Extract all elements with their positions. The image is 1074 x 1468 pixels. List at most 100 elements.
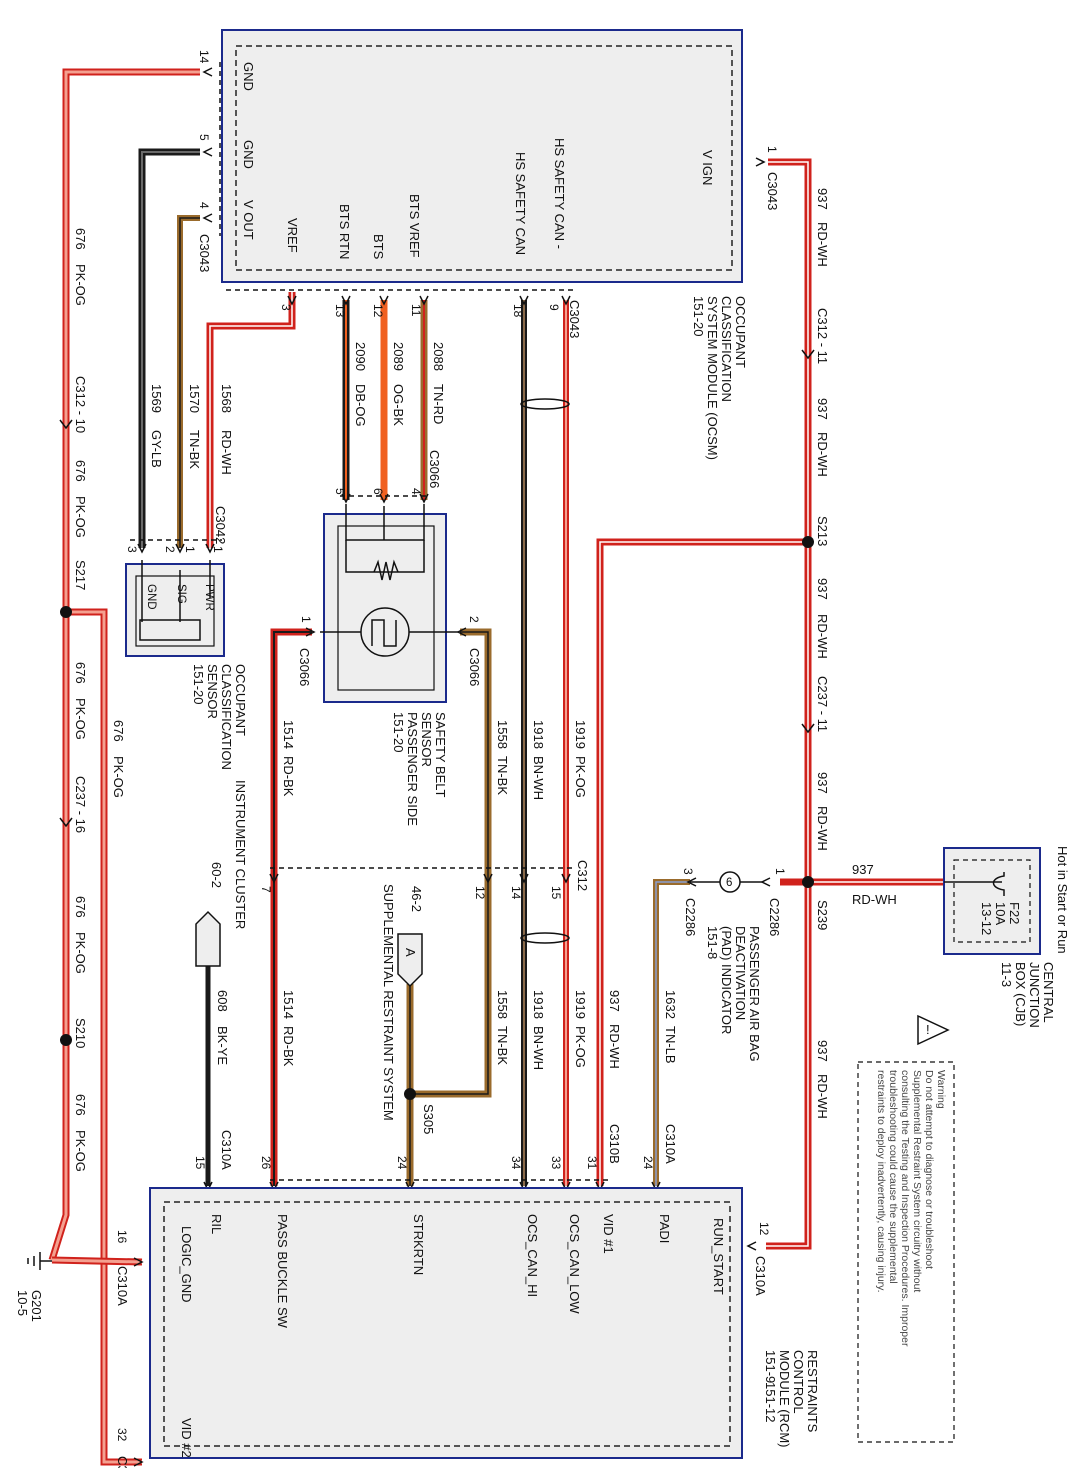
rcm-pin-24b: 24 — [395, 1156, 409, 1170]
splice-s210 — [60, 1034, 72, 1046]
rcm-conn-c310b-vid1: C310B — [607, 1124, 622, 1164]
ocsm-vign: V IGN — [700, 150, 715, 185]
ocsm-title-1: OCCUPANT — [733, 296, 748, 368]
pin-numbers: 14 5 4 C3043 1 C3043 3 13 12 11 18 9 C30… — [115, 50, 780, 1468]
pin-4: 4 — [197, 202, 211, 209]
ocsm-pin-labels: GND GND V OUT VREF BTS RTN BTS BTS VREF … — [241, 62, 715, 260]
pad-conn-a: C2286 — [683, 898, 698, 936]
wire-937-main — [766, 158, 812, 1250]
wire-labels: 937 RD-WH C312 - 11 937 RD-WH S213 937 R… — [73, 188, 897, 1172]
belt-title: SAFETY BELT SENSOR PASSENGER SIDE 151-20 — [391, 712, 448, 826]
c237-11: C237 - 11 — [815, 676, 830, 732]
warning-box: ! Warning Do not attempt to diagnose or … — [857, 1014, 955, 1443]
w676-e-num: 676 — [73, 1094, 88, 1116]
splice-s213 — [802, 536, 814, 548]
w1919-b-col: PK-OG — [573, 1026, 588, 1068]
w1514-a-col: RD-BK — [281, 756, 296, 797]
rcm-conn-c310b-vid2: C310B — [115, 1456, 130, 1468]
w1568-num: 1568 — [219, 384, 234, 413]
rcm-conn-c310a-run: C310A — [753, 1256, 768, 1296]
w1918-a-col: BN-WH — [531, 756, 546, 800]
w1558-b-col: TN-BK — [495, 1026, 510, 1065]
pin-18: 18 — [511, 304, 525, 318]
ocsm-bts-rtn: BTS RTN — [337, 204, 352, 259]
c312-pin-15: 15 — [549, 886, 563, 900]
ocs-title-3: SENSOR — [205, 664, 220, 719]
rcm-pin-12: 12 — [757, 1222, 771, 1236]
srs-tag: A SUPPLEMENTAL RESTRAINT SYSTEM 46-2 S30… — [381, 884, 436, 1134]
w676-a-col: PK-OG — [73, 264, 88, 306]
w1918-a-num: 1918 — [531, 720, 546, 749]
splices — [60, 536, 814, 1100]
ocsm-vref: VREF — [285, 218, 300, 253]
warning-line-2: Do not attempt to diagnose or troublesho… — [923, 1070, 935, 1269]
cjb-title-3: BOX (CJB) — [1013, 962, 1028, 1026]
belt-title-4: 151-20 — [391, 712, 406, 752]
w676-a-num: 676 — [73, 228, 88, 250]
w1919-a-num: 1919 — [573, 720, 588, 749]
rcm-pin-24: 24 — [641, 1156, 655, 1170]
w608-num: 608 — [215, 990, 230, 1012]
rcm-strkrtn: STRKRTN — [411, 1214, 426, 1275]
cjb-title-4: 11-3 — [999, 962, 1014, 987]
warning-line-4: consulting the Testing and Inspection Pr… — [899, 1070, 911, 1347]
w2090-col: DB-OG — [353, 384, 368, 427]
belt-title-2: SENSOR — [419, 712, 434, 767]
rcm-pin-16: 16 — [115, 1230, 129, 1244]
w937-c-col: RD-WH — [815, 614, 830, 659]
bts-pin-5: 5 — [333, 488, 347, 495]
ocsm-bts: BTS — [371, 234, 386, 260]
ocsm-gnd-14: GND — [241, 62, 256, 91]
pin-12: 12 — [371, 304, 385, 318]
w2088-col: TN-RD — [431, 384, 446, 424]
splice-s217 — [60, 606, 72, 618]
cjb: F22 10A 13-12 Hot in Start or Run CENTRA… — [943, 846, 1070, 1028]
c312-11: C312 - 11 — [815, 308, 830, 364]
s305-label: S305 — [421, 1104, 436, 1134]
s213: S213 — [815, 516, 830, 546]
ocs-pin-3: 3 — [125, 546, 139, 553]
ocsm-gnd-5: GND — [241, 140, 256, 169]
rcm-pin-31: 31 — [585, 1156, 599, 1170]
w937-e-col: RD-WH — [815, 1074, 830, 1119]
belt-pin-2: 2 — [467, 616, 481, 623]
w1558-a-col: TN-BK — [495, 756, 510, 795]
w676-spur-num: 676 — [111, 720, 126, 742]
rcm-vid1: VID #1 — [601, 1214, 616, 1254]
w1514-b-col: RD-BK — [281, 1026, 296, 1067]
pad-pin1: 1 — [773, 868, 787, 875]
w676-d-num: 676 — [73, 896, 88, 918]
ic-title: INSTRUMENT CLUSTER — [233, 780, 248, 929]
pin-5: 5 — [197, 134, 211, 141]
rcm-pin-26: 26 — [259, 1156, 273, 1170]
w1568-col: RD-WH — [219, 430, 234, 475]
rcm-pin-labels: RUN_START PADI VID #1 OCS_CAN_LOW OCS_CA… — [179, 1214, 726, 1458]
w1632-col: TN-LB — [663, 1026, 678, 1064]
rcm-pin-34: 34 — [509, 1156, 523, 1170]
splice-s239 — [802, 876, 814, 888]
ocsm-hs-can: HS SAFETY CAN — [513, 152, 528, 255]
ocs-pwr: PWR — [203, 584, 215, 611]
c312-pin-14: 14 — [509, 886, 523, 900]
belt-title-3: PASSENGER SIDE — [405, 712, 420, 826]
rcm-logic-gnd: LOGIC_GND — [179, 1226, 194, 1303]
rcm-title-4: 151-9 — [763, 1350, 778, 1383]
pad-indicator: 6 3 1 C2286 C2286 PASSENGER AIR BAG DEAC… — [681, 868, 787, 1062]
svg-text:!: ! — [926, 1022, 930, 1037]
w937-b-num: 937 — [815, 398, 830, 420]
conn-c312: C312 — [575, 860, 590, 891]
wire-1514 — [270, 628, 312, 1186]
ic-ref: 60-2 — [209, 862, 224, 888]
w1558-b-num: 1558 — [495, 990, 510, 1019]
wires — [48, 62, 944, 1466]
cjb-amps: 10A — [993, 902, 1008, 925]
warning-line-1: Warning — [935, 1070, 947, 1109]
s210: S210 — [73, 1018, 88, 1048]
pad-title-2: DEACTIVATION — [733, 926, 748, 1020]
warning-line-5: troubleshooting could cause the suppleme… — [887, 1070, 899, 1284]
c312-pin-7: 7 — [259, 886, 273, 893]
belt-title-1: SAFETY BELT — [433, 712, 448, 798]
rcm-ocs-can-low: OCS_CAN_LOW — [567, 1214, 582, 1314]
c312-10: C312 - 10 — [73, 376, 88, 433]
